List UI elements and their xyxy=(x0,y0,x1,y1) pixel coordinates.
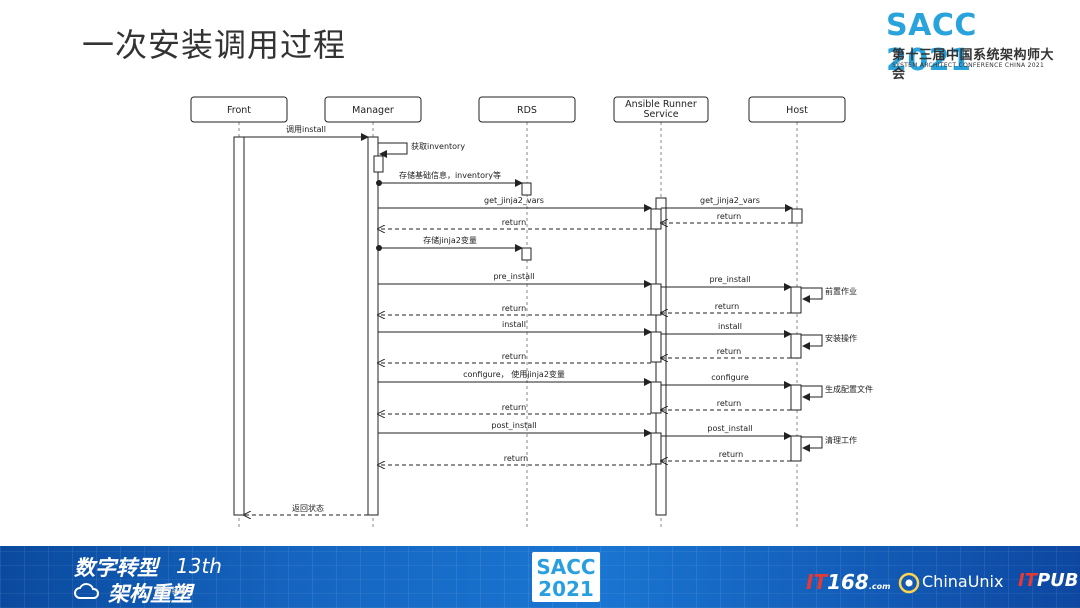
message-25-label: post_install xyxy=(707,424,752,433)
activation-ansible-install xyxy=(650,331,662,363)
message-18-label: return xyxy=(502,352,526,361)
message-23-label: return xyxy=(502,403,526,412)
activation-front xyxy=(233,136,245,516)
participant-box-host xyxy=(748,96,846,123)
message-3-start-dot xyxy=(376,180,382,186)
message-15-label: install xyxy=(718,322,742,331)
message-19-label: configure， 使用jinja2变量 xyxy=(463,369,565,379)
activation-manager xyxy=(367,136,379,516)
it168-logo: IT168.com xyxy=(806,570,890,594)
sacc-badge-line1: SACC xyxy=(536,555,596,579)
participant-box-ansible-runner xyxy=(613,96,709,123)
message-16-label: 安装操作 xyxy=(825,333,857,343)
it168-logo-com: .com xyxy=(868,582,891,591)
sacc-badge: SACC 2021 xyxy=(532,552,600,602)
message-21-label: 生成配置文件 xyxy=(825,384,873,394)
message-22-label: return xyxy=(717,399,741,408)
cloud-icon xyxy=(74,583,100,599)
chinaunix-logo: ChinaUnix xyxy=(922,572,1004,591)
itpub-logo-pub: PUB xyxy=(1036,570,1079,591)
message-8-start-dot xyxy=(376,245,382,251)
message-3-label: 存储基础信息，inventory等 xyxy=(399,170,501,180)
slide-title: 一次安装调用过程 xyxy=(82,26,347,64)
activation-host-vars xyxy=(791,208,803,224)
activation-host-configure xyxy=(790,384,802,411)
message-6-label: return xyxy=(717,212,741,221)
activation-ansible-pre xyxy=(650,283,662,316)
participant-label2-ansible-runner: Service xyxy=(643,109,678,120)
footer-banner: 数字转型 13th 架构重塑 运营·容器 SACC 2021 IT168.com… xyxy=(0,546,1080,608)
message-4-label: get_jinja2_vars xyxy=(484,196,544,205)
participant-label-host: Host xyxy=(786,105,808,116)
message-21-arrow xyxy=(801,385,823,401)
activation-rds-store xyxy=(521,182,532,196)
banner-slogan-line2: 架构重塑 xyxy=(108,582,192,606)
logo-main-text: SACC 2021 xyxy=(886,8,977,78)
message-17-label: return xyxy=(717,347,741,356)
message-8-label: 存储jinja2变量 xyxy=(423,235,477,245)
message-10-label: pre_install xyxy=(709,275,750,284)
participant-label-rds: RDS xyxy=(517,105,537,116)
activation-ansible-configure xyxy=(650,381,662,414)
activation-host-pre xyxy=(790,286,802,314)
itpub-logo: ITPUB xyxy=(1018,570,1079,591)
it168-logo-it: IT xyxy=(806,570,828,594)
message-11-label: 前置作业 xyxy=(825,286,857,296)
sacc-badge-line2: 2021 xyxy=(538,577,594,601)
activation-host-install xyxy=(790,333,802,359)
participant-box-front xyxy=(190,96,288,123)
message-16-arrow xyxy=(801,334,823,350)
message-2-label: 获取inventory xyxy=(411,141,465,151)
participant-label-manager: Manager xyxy=(352,105,394,116)
banner-slogan-line1: 数字转型 xyxy=(74,556,158,580)
participant-label-front: Front xyxy=(227,105,251,116)
message-13-label: return xyxy=(502,304,526,313)
banner-small-text: 运营·容器 xyxy=(155,587,186,595)
banner-edition: 13th xyxy=(176,554,222,578)
logo-english: SYSTEM ARCHITECT CONFERENCE CHINA 2021 xyxy=(892,62,1045,69)
message-12-label: return xyxy=(715,302,739,311)
message-29-label: 返回状态 xyxy=(292,503,324,513)
message-28-label: return xyxy=(504,454,528,463)
message-2-arrow xyxy=(378,142,408,158)
message-24-label: post_install xyxy=(491,421,536,430)
message-5-label: get_jinja2_vars xyxy=(700,196,760,205)
activation-ansible-vars xyxy=(650,208,662,230)
message-27-label: return xyxy=(719,450,743,459)
message-7-label: return xyxy=(502,218,526,227)
message-26-arrow xyxy=(801,436,823,452)
participant-label-ansible-runner: Ansible Runner xyxy=(625,99,697,110)
itpub-logo-it: IT xyxy=(1018,570,1037,591)
chinaunix-icon xyxy=(898,572,920,594)
activation-manager-inventory xyxy=(373,155,384,173)
logo-subtitle: 第十三届中国系统架构师大会 xyxy=(892,48,1055,82)
message-9-label: pre_install xyxy=(493,272,534,281)
message-1-label: 调用install xyxy=(286,125,326,134)
activation-ansible-post xyxy=(650,432,662,465)
it168-logo-num: 168 xyxy=(827,570,869,594)
participant-box-manager xyxy=(324,96,422,123)
participant-box-rds xyxy=(478,96,576,123)
message-20-label: configure xyxy=(711,373,749,382)
sacc-logo: SACC 2021 第十三届中国系统架构师大会 SYSTEM ARCHITECT… xyxy=(886,8,1066,82)
activation-rds-jinja2 xyxy=(521,247,532,261)
message-11-arrow xyxy=(801,287,823,303)
message-26-label: 清理工作 xyxy=(825,435,857,445)
message-14-label: install xyxy=(502,320,526,329)
activation-host-post xyxy=(790,435,802,462)
